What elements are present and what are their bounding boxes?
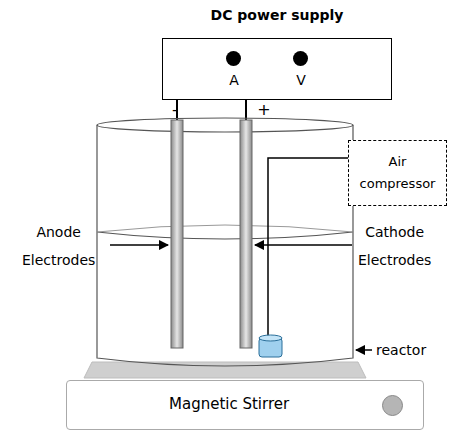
electrode-label: Cathode Electrodes [358,218,431,274]
compressor-box: Air compressor [348,140,447,206]
cathode-electrode [240,120,252,348]
anode-electrode [171,120,183,348]
air-line [268,158,348,340]
stirrer-plate [84,362,366,378]
reactor-beaker [97,125,353,366]
beaker-rim [97,118,353,132]
supply-title: DC power supply [163,7,391,23]
reactor-label: reactor [376,336,426,364]
electrode-label: Anode Electrodes [22,218,95,274]
node-text: Air compressor [360,141,436,195]
anode-leader [110,244,168,246]
cathode-leader [255,244,352,246]
polarity-sign: - [165,96,185,124]
water-level-back [97,225,353,232]
terminal-dot [226,51,241,66]
polarity-sign: + [254,96,274,124]
stirrer-knob [382,395,403,416]
water-level [97,232,353,239]
terminal-label: V [291,72,311,88]
stirrer-box: Magnetic Stirrer [66,380,424,430]
reactor-leader [356,349,372,351]
terminal-dot [293,51,308,66]
terminal-label: A [224,72,244,88]
power-supply-box: DC power supplyAV [162,38,392,100]
diffuser-top [259,335,282,341]
node-text: Magnetic Stirrer [169,395,289,413]
